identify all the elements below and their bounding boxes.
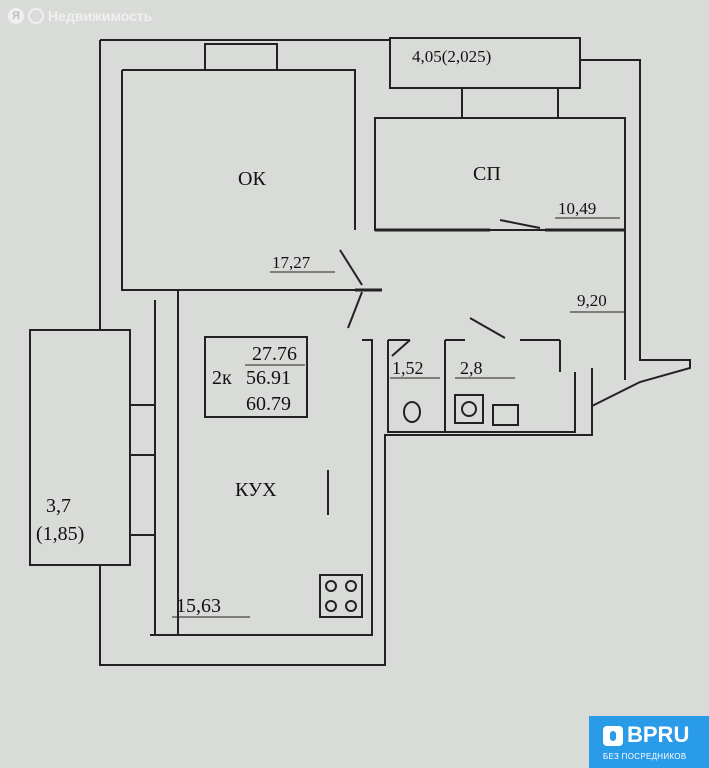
hallway-area: 9,20 <box>577 291 607 310</box>
bathroom-area: 1,52 <box>392 358 424 378</box>
living-room-area: 17,27 <box>272 253 311 272</box>
stove-icon <box>319 574 363 618</box>
living-room-walls <box>122 69 356 291</box>
balcony-top-label: 4,05(2,025) <box>412 47 491 66</box>
circle-logo-icon <box>28 8 44 24</box>
door-living <box>339 249 363 286</box>
toilet-area: 2,8 <box>460 358 483 378</box>
badge-title: BPRU <box>627 722 690 747</box>
window-top-left <box>204 43 278 71</box>
bpru-badge: BPRU БЕЗ ПОСРЕДНИКОВ <box>589 716 709 768</box>
bathroom-walls <box>387 339 576 433</box>
kitchen-area: 15,63 <box>176 595 221 617</box>
living-room-name: ОК <box>238 168 266 190</box>
toilet-icon <box>403 401 421 423</box>
watermark-text: Недвижимость <box>48 8 153 24</box>
kitchen-name: КУХ <box>235 479 277 501</box>
keyhole-icon <box>603 726 623 746</box>
summary-living: 27.76 <box>252 343 297 365</box>
summary-total-balcony: 60.79 <box>246 393 291 415</box>
window-top-right <box>461 87 559 119</box>
summary-rooms: 2к <box>212 367 232 389</box>
yandex-logo-icon: Я <box>8 8 24 24</box>
door-bedroom <box>499 219 541 229</box>
summary-total: 56.91 <box>246 367 291 389</box>
washing-machine-icon <box>454 394 484 424</box>
bedroom-name: СП <box>473 163 501 185</box>
bedroom-walls <box>374 117 626 231</box>
balcony-left-area: 3,7 <box>46 495 71 517</box>
yandex-realty-watermark: Я Недвижимость <box>8 8 152 24</box>
badge-subtitle: БЕЗ ПОСРЕДНИКОВ <box>603 752 687 761</box>
outer-wall <box>99 39 691 666</box>
sink-icon <box>492 404 519 426</box>
bedroom-area: 10,49 <box>558 199 596 218</box>
door-bath <box>469 317 506 339</box>
balcony-left-half: (1,85) <box>36 523 84 545</box>
summary-box <box>204 336 308 418</box>
